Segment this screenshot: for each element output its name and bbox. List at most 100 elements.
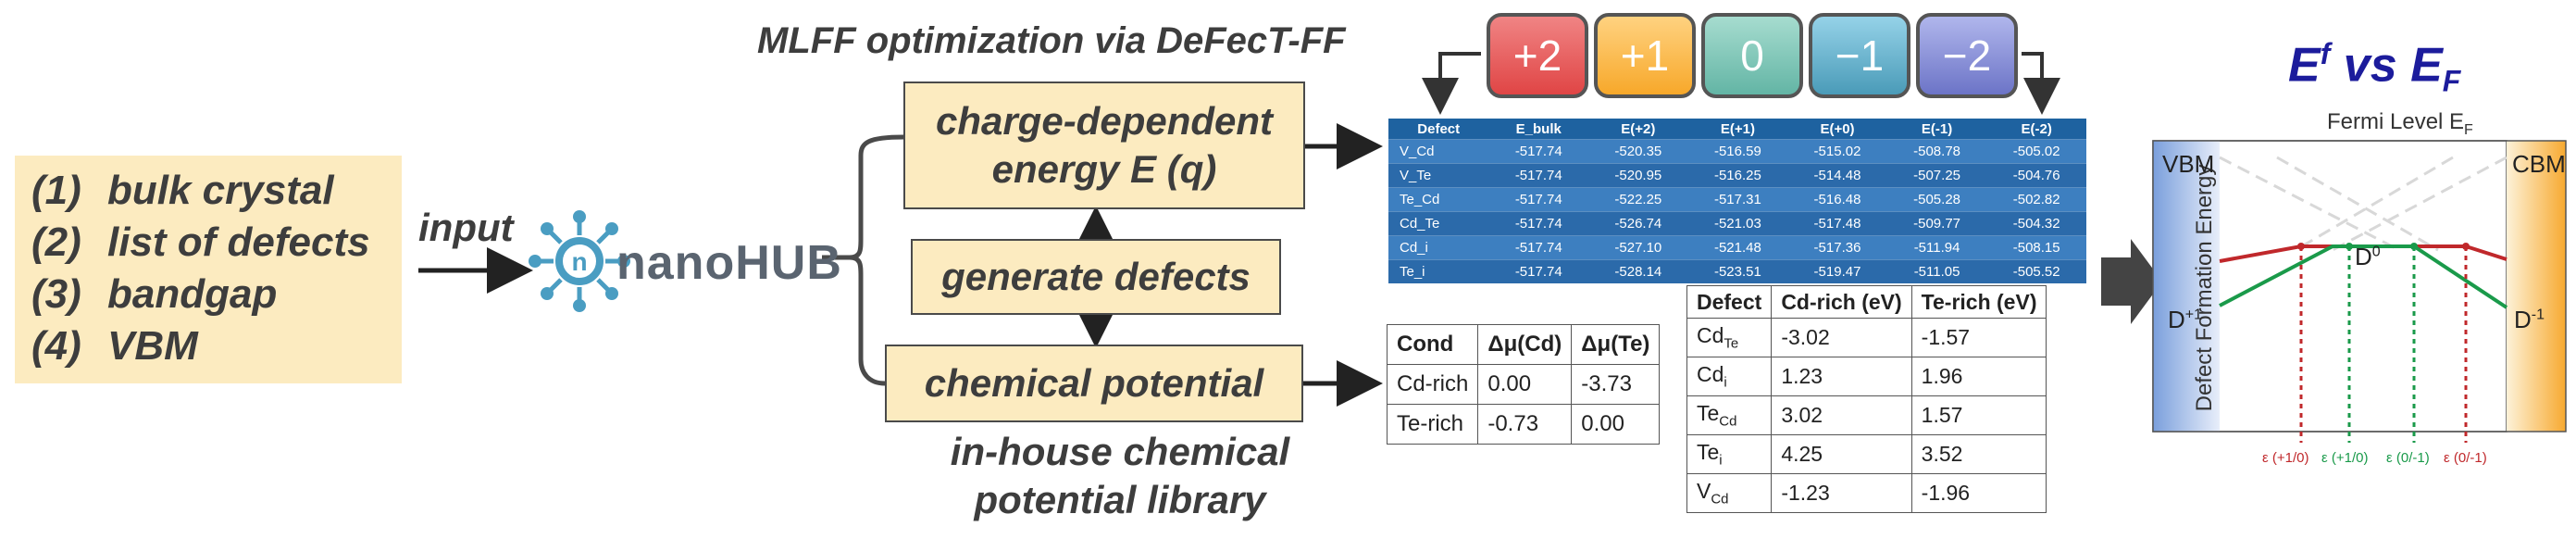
table-cell: -528.14 bbox=[1588, 259, 1688, 283]
fermi-level-label: Fermi Level EF bbox=[2327, 109, 2473, 139]
plot-title-e: E bbox=[2288, 38, 2321, 93]
column-header: Te-rich (eV) bbox=[1910, 285, 2047, 319]
energy-table: Defect E_bulk E(+2) E(+1) E(+0) E(-1) E(… bbox=[1388, 119, 2086, 283]
table-cell: -508.15 bbox=[1986, 235, 2086, 260]
table-cell: 1.57 bbox=[1910, 395, 2047, 435]
table-cell: -516.25 bbox=[1687, 163, 1788, 188]
table-cell: -507.25 bbox=[1886, 163, 1987, 188]
inhouse-library-label: in-house chemical potential library bbox=[950, 430, 1290, 521]
table-cell: -520.35 bbox=[1588, 139, 1688, 164]
table-cell: -519.47 bbox=[1787, 259, 1887, 283]
d-plus-label: D+1 bbox=[2168, 306, 2202, 334]
table-row: VCd -1.23 -1.96 bbox=[1686, 473, 2047, 513]
formation-energy-plot bbox=[2152, 140, 2567, 443]
defect-base: V bbox=[1697, 479, 1711, 504]
plot-title-vs: vs E bbox=[2330, 38, 2443, 93]
table-cell: -521.48 bbox=[1687, 235, 1788, 260]
column-header: E(+0) bbox=[1787, 119, 1887, 140]
charges-right-arrow bbox=[2022, 52, 2060, 115]
table-cell: -505.52 bbox=[1986, 259, 2086, 283]
table-cell: -520.95 bbox=[1588, 163, 1688, 188]
charge-box-minus2: −2 bbox=[1916, 13, 2018, 98]
table-cell: -3.02 bbox=[1771, 318, 1912, 357]
table-cell: -517.36 bbox=[1787, 235, 1887, 260]
table-cell: -1.57 bbox=[1910, 318, 2047, 357]
defect-subscript: Cd bbox=[1719, 413, 1737, 430]
input-text: bandgap bbox=[107, 271, 278, 317]
d-minus-label: D-1 bbox=[2514, 306, 2545, 334]
defect-base: Cd bbox=[1697, 323, 1724, 348]
table-row: Te_i-517.74-528.14-523.51-519.47-511.05-… bbox=[1388, 259, 2086, 283]
table-row: TeCd 3.02 1.57 bbox=[1686, 395, 2047, 435]
table-cell: -511.94 bbox=[1886, 235, 1987, 260]
table-cell: Cdi bbox=[1686, 357, 1773, 396]
table-cell: -505.28 bbox=[1886, 187, 1987, 212]
table-cell: -516.59 bbox=[1687, 139, 1788, 164]
table-row: Cd-rich 0.00 -3.73 bbox=[1386, 364, 1661, 405]
table-cell: -526.74 bbox=[1588, 211, 1688, 236]
table-header-row: Defect Cd-rich (eV) Te-rich (eV) bbox=[1686, 285, 2047, 319]
table-cell: Te_i bbox=[1388, 259, 1489, 283]
svg-text:n: n bbox=[571, 247, 587, 276]
table-cell: -517.48 bbox=[1787, 211, 1887, 236]
column-header: Δμ(Cd) bbox=[1477, 324, 1573, 365]
column-header: E(+1) bbox=[1687, 119, 1788, 140]
column-header: E(+2) bbox=[1588, 119, 1688, 140]
input-text: list of defects bbox=[107, 219, 370, 265]
input-label: input bbox=[418, 206, 514, 249]
table-row: Tei 4.25 3.52 bbox=[1686, 434, 2047, 474]
charge-box-plus2: +2 bbox=[1487, 13, 1588, 98]
charge-energy-box: charge-dependent energy E (q) bbox=[903, 81, 1305, 209]
charge-box-plus1: +1 bbox=[1594, 13, 1696, 98]
transition-level-label: ε (0/-1) bbox=[2444, 450, 2487, 466]
table-cell: -1.96 bbox=[1910, 473, 2047, 513]
table-cell: -514.48 bbox=[1787, 163, 1887, 188]
cbm-label: CBM bbox=[2512, 150, 2566, 178]
column-header: Δμ(Te) bbox=[1571, 324, 1661, 365]
defect-subscript: i bbox=[1719, 452, 1723, 469]
table-cell: 0.00 bbox=[1477, 364, 1573, 405]
column-header: E_bulk bbox=[1488, 119, 1589, 140]
table-cell: -517.74 bbox=[1488, 163, 1589, 188]
defect-subscript: Te bbox=[1724, 335, 1739, 352]
table-cell: -511.05 bbox=[1886, 259, 1987, 283]
table-cell: 0.00 bbox=[1571, 404, 1661, 445]
branch-brace bbox=[822, 134, 904, 386]
plot-title-sup: f bbox=[2320, 37, 2331, 70]
input-number: (4) bbox=[31, 323, 81, 369]
vbm-label: VBM bbox=[2162, 150, 2215, 178]
defect-base: Te bbox=[1697, 401, 1720, 426]
table-cell: VCd bbox=[1686, 473, 1773, 513]
table-cell: -517.74 bbox=[1488, 211, 1589, 236]
table-cell: 3.02 bbox=[1771, 395, 1912, 435]
charge-box-zero: 0 bbox=[1701, 13, 1803, 98]
input-item: (4)VBM bbox=[31, 320, 370, 372]
table-cell: -517.31 bbox=[1687, 187, 1788, 212]
table-row: Te_Cd-517.74-522.25-517.31-516.48-505.28… bbox=[1388, 187, 2086, 212]
table-cell: Cd_Te bbox=[1388, 211, 1489, 236]
table-cell: Cd_i bbox=[1388, 235, 1489, 260]
d-minus-base: D bbox=[2514, 306, 2532, 333]
transition-level-label: ε (+1/0) bbox=[2321, 450, 2369, 466]
table-header-row: Cond Δμ(Cd) Δμ(Te) bbox=[1386, 324, 1661, 365]
to-plot-arrow bbox=[2101, 239, 2162, 324]
table-row: V_Cd-517.74-520.35-516.59-515.02-508.78-… bbox=[1388, 139, 2086, 164]
input-item: (1)bulk crystal bbox=[31, 165, 370, 217]
table-cell: -0.73 bbox=[1477, 404, 1573, 445]
table-cell: -504.76 bbox=[1986, 163, 2086, 188]
input-text: bulk crystal bbox=[107, 168, 334, 213]
nanohub-logo-text: nanoHUB bbox=[616, 236, 842, 290]
table-cell: 1.96 bbox=[1910, 357, 2047, 396]
plot-title: Ef vs EF bbox=[2288, 37, 2460, 99]
defect-subscript: i bbox=[1724, 374, 1727, 391]
generate-defects-box: generate defects bbox=[911, 239, 1281, 315]
chemical-potential-table: Cond Δμ(Cd) Δμ(Te) Cd-rich 0.00 -3.73 Te… bbox=[1386, 324, 1661, 445]
table-cell: -517.74 bbox=[1488, 139, 1589, 164]
column-header: Cd-rich (eV) bbox=[1771, 285, 1912, 319]
table-cell: Te_Cd bbox=[1388, 187, 1489, 212]
d-zero-base: D bbox=[2355, 243, 2372, 270]
table-cell: -521.03 bbox=[1687, 211, 1788, 236]
input-number: (2) bbox=[31, 219, 81, 265]
column-header: E(-2) bbox=[1986, 119, 2086, 140]
